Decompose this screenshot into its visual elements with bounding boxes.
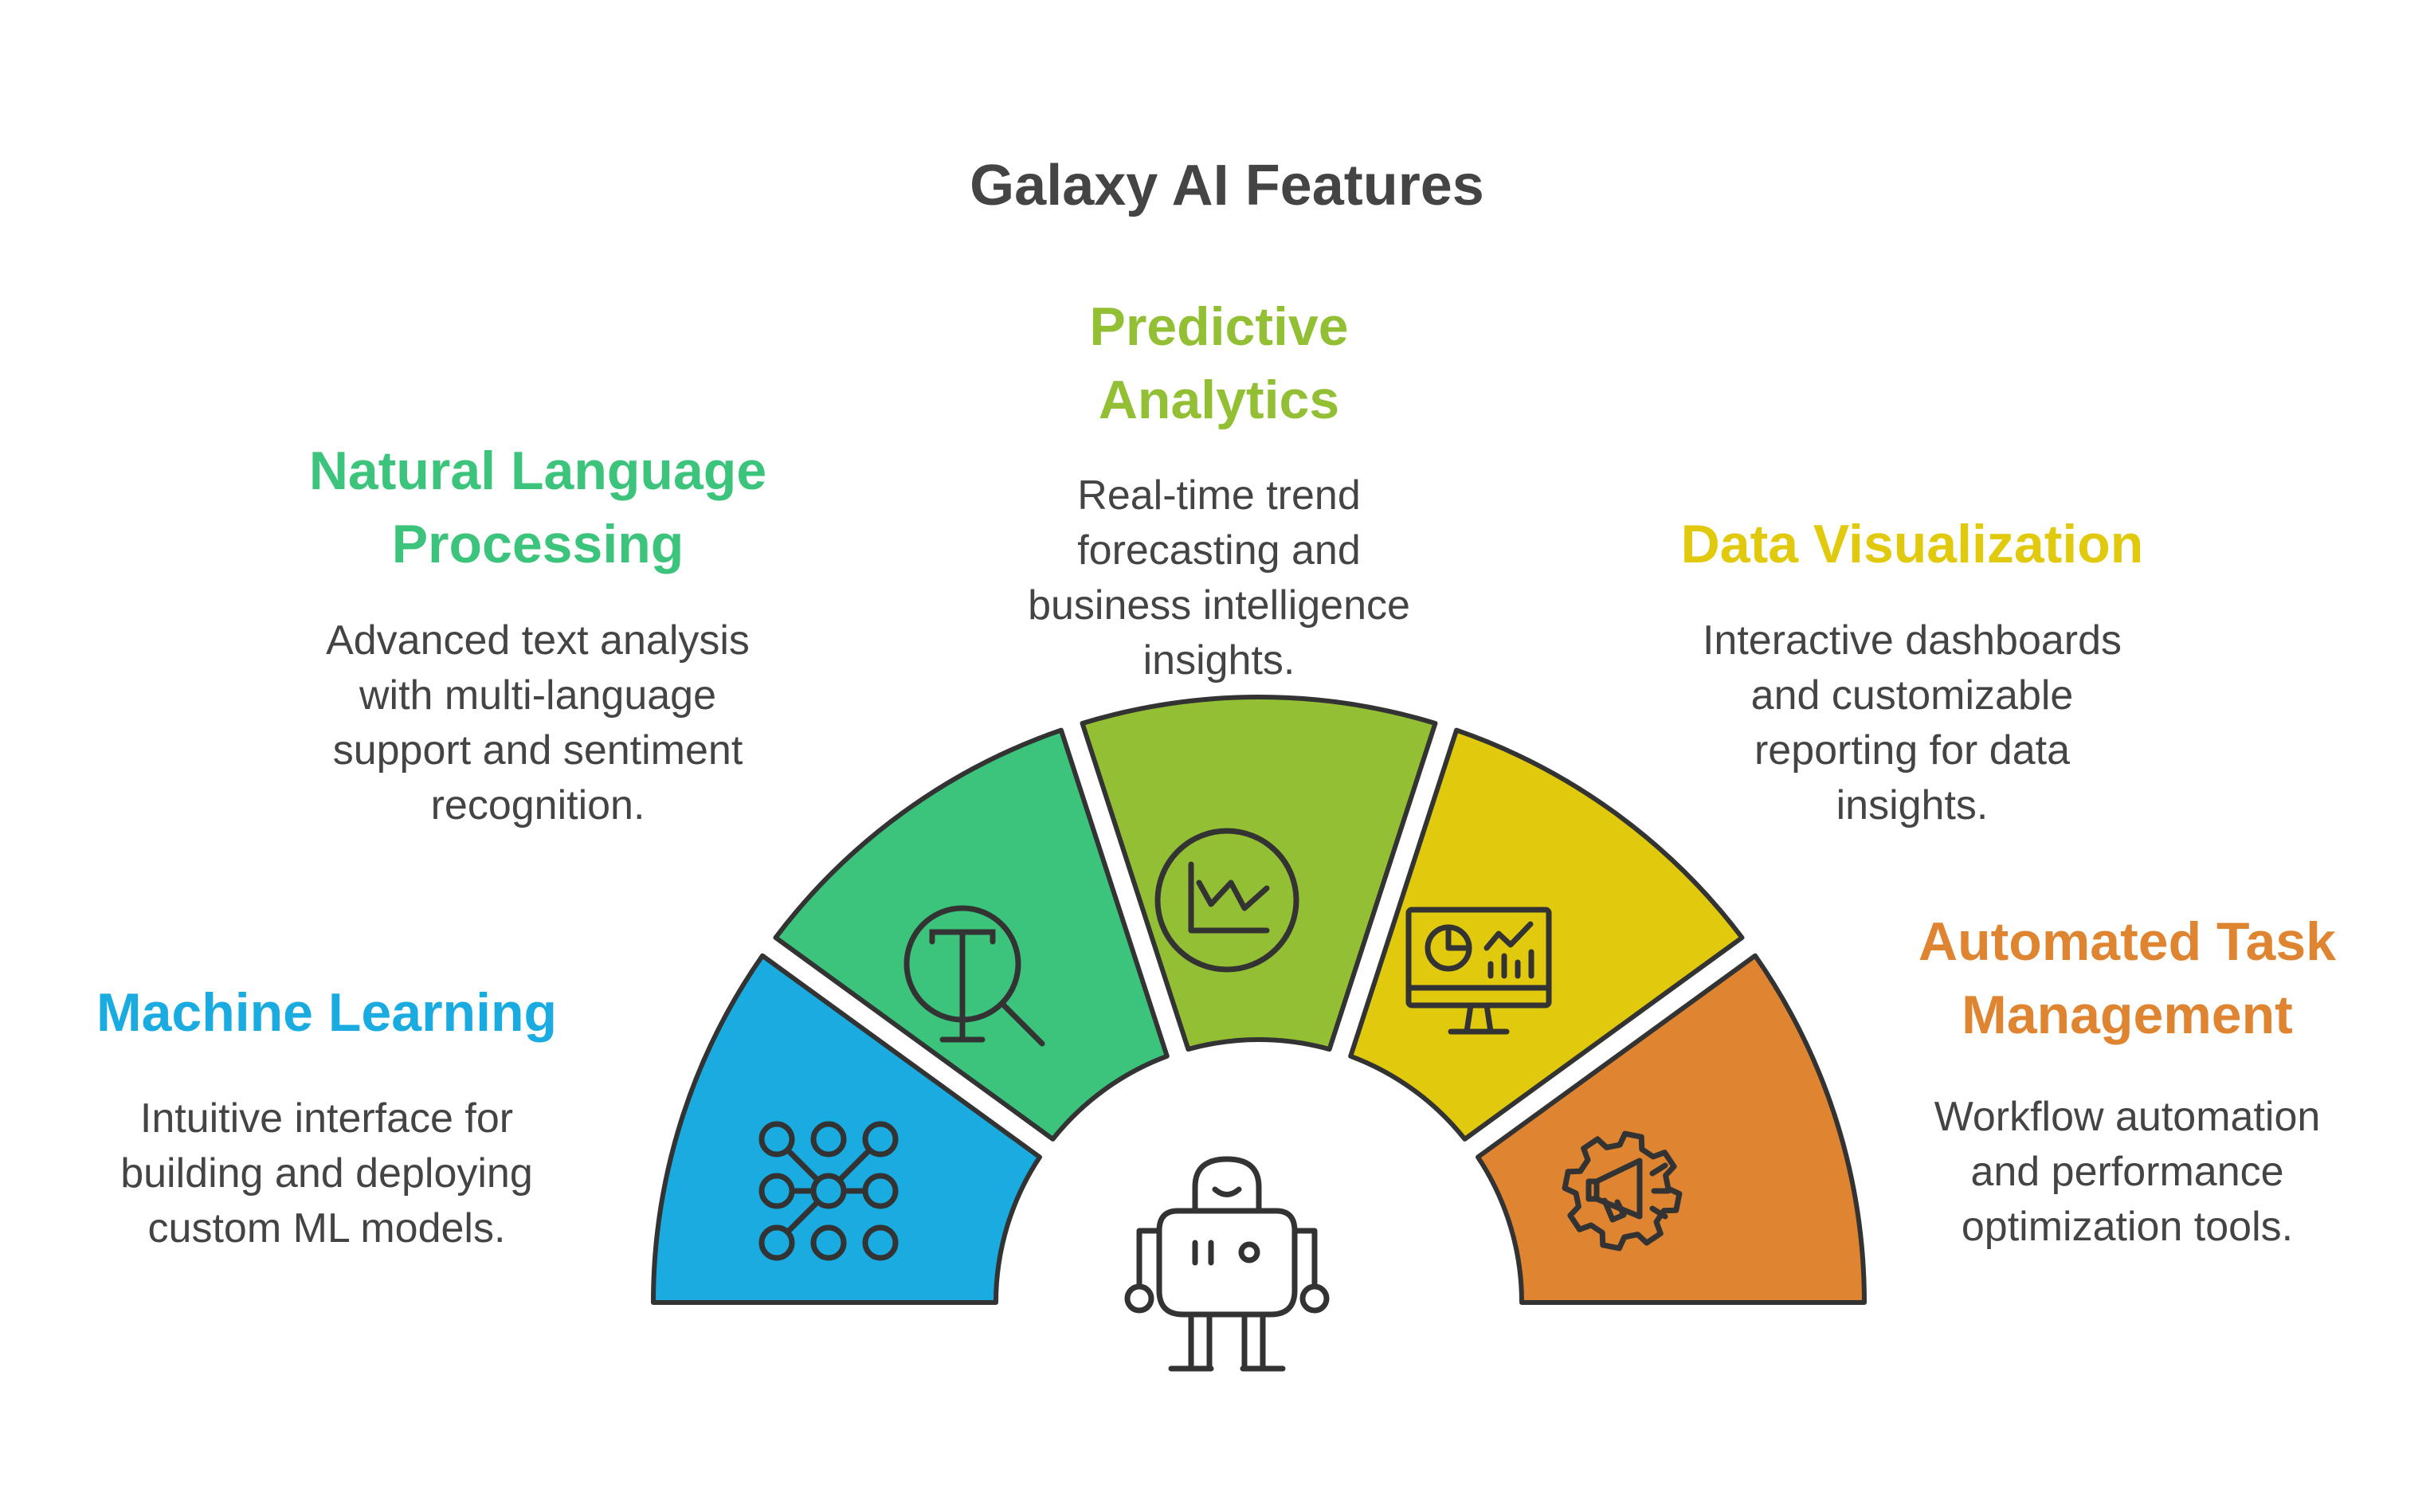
dashboard-monitor-icon xyxy=(1405,907,1552,1035)
diagram-title: Galaxy AI Features xyxy=(970,154,1484,217)
feature-desc-predictive-analytics: Real-time trend forecasting and business… xyxy=(1028,472,1410,684)
neural-network-icon xyxy=(758,1121,899,1261)
feature-desc-machine-learning: Intuitive interface for building and dep… xyxy=(120,1095,533,1252)
segment-machine-learning xyxy=(651,953,1042,1305)
segment-automated-task-management xyxy=(1476,953,1867,1305)
segment-predictive-analytics xyxy=(1080,695,1438,1052)
feature-title-automated-task-management: Automated Task Management xyxy=(1918,911,2336,1045)
feature-title-predictive-analytics: Predictive Analytics xyxy=(1089,296,1349,430)
feature-title-nlp: Natural Language Processing xyxy=(308,441,767,574)
robot-icon xyxy=(1124,1156,1330,1372)
feature-desc-data-visualization: Interactive dashboards and customizable … xyxy=(1702,617,2122,828)
trend-chart-icon xyxy=(1154,828,1299,973)
feature-desc-automated-task-management: Workflow automation and performance opti… xyxy=(1934,1094,2321,1250)
text-search-icon xyxy=(903,905,1045,1047)
feature-title-machine-learning: Machine Learning xyxy=(96,982,558,1043)
gear-megaphone-icon xyxy=(1562,1130,1683,1252)
feature-desc-nlp: Advanced text analysis with multi-langua… xyxy=(326,617,750,828)
feature-title-data-visualization: Data Visualization xyxy=(1680,514,2144,574)
